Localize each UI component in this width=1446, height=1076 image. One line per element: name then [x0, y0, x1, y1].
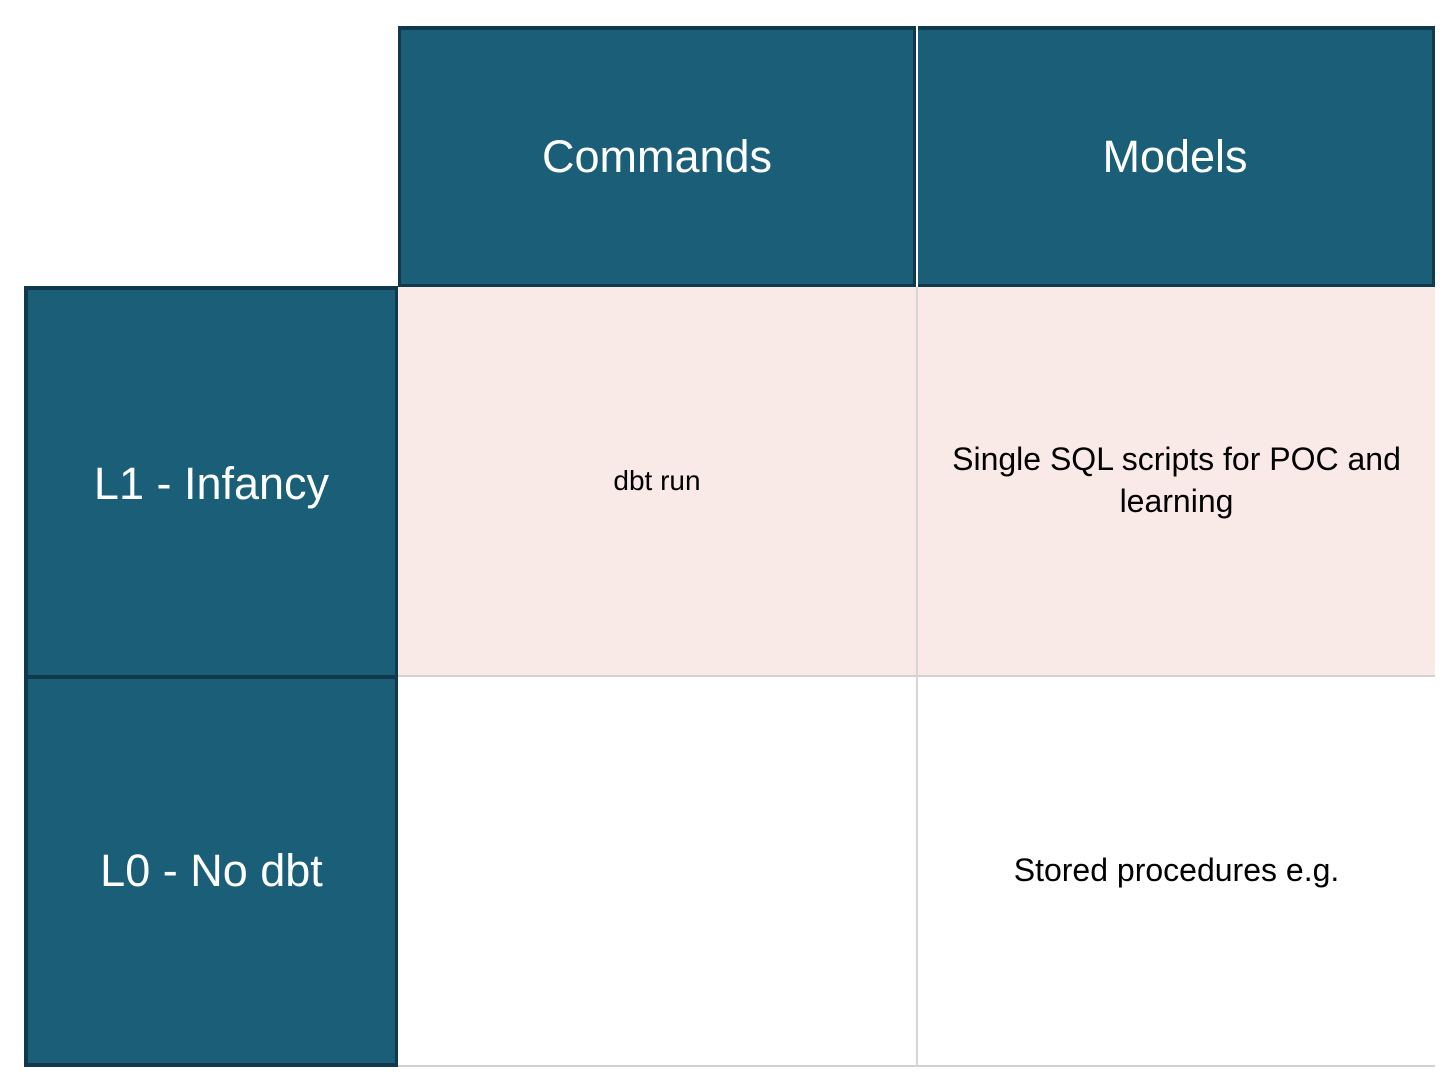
row-header-l1-infancy[interactable]: L1 - Infancy — [24, 286, 398, 677]
cell-l1-models-text: Single SQL scripts for POC and learning — [952, 441, 1401, 519]
cell-l0-models[interactable]: Stored procedures e.g. — [918, 677, 1435, 1067]
cell-l0-models-text: Stored procedures e.g. — [1013, 852, 1340, 889]
cell-l1-commands[interactable]: dbt run — [398, 287, 918, 677]
row-header-l0-label: L0 - No dbt — [100, 845, 323, 897]
column-header-commands[interactable]: Commands — [398, 26, 916, 287]
cell-l0-commands[interactable] — [398, 677, 918, 1067]
column-header-commands-label: Commands — [541, 131, 773, 183]
row-header-l0-no-dbt[interactable]: L0 - No dbt — [24, 675, 398, 1067]
cell-l1-models[interactable]: Single SQL scripts for POC and learning — [918, 287, 1435, 677]
column-header-models[interactable]: Models — [918, 26, 1435, 287]
row-header-l1-label: L1 - Infancy — [93, 457, 330, 509]
column-header-models-label: Models — [1102, 131, 1248, 183]
cell-l1-commands-text: dbt run — [613, 464, 701, 496]
